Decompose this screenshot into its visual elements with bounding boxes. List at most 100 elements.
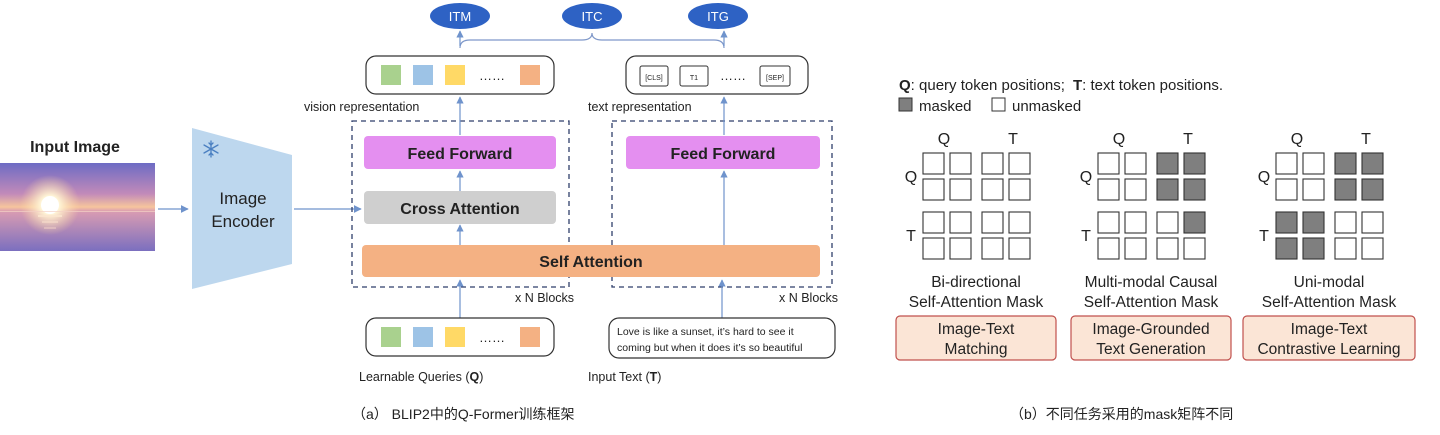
mask-title-line2: Self-Attention Mask bbox=[1262, 294, 1397, 311]
vision-feed-forward bbox=[364, 136, 556, 169]
objective-itm bbox=[430, 3, 490, 29]
mask-row-label-q: Q bbox=[905, 169, 917, 186]
task-label-line1: Image-Text bbox=[938, 321, 1015, 338]
learnable-queries-label: Learnable Queries (Q) bbox=[359, 370, 483, 384]
mask-cell-unmasked bbox=[922, 211, 945, 234]
legend-masked-swatch bbox=[898, 97, 913, 112]
objective-itg-label: ITG bbox=[707, 9, 729, 24]
text-token: [CLS] bbox=[645, 75, 663, 82]
mask-col-label-t: T bbox=[1183, 131, 1193, 148]
mask-cell-unmasked bbox=[1156, 211, 1179, 234]
objective-itc-label: ITC bbox=[582, 9, 603, 24]
mask-cell-unmasked bbox=[1334, 237, 1357, 260]
mask-cell-unmasked bbox=[1275, 178, 1298, 201]
input-image bbox=[0, 163, 155, 251]
query-ellipsis: …… bbox=[479, 330, 505, 345]
mask-cell-unmasked bbox=[1275, 152, 1298, 175]
mask-cell-unmasked bbox=[1008, 178, 1031, 201]
mask-cell-unmasked bbox=[1302, 178, 1325, 201]
cross-attention-label: Cross Attention bbox=[400, 201, 519, 218]
mask-cell-unmasked bbox=[1302, 152, 1325, 175]
objective-itg bbox=[688, 3, 748, 29]
mask-cell-unmasked bbox=[1097, 211, 1120, 234]
mask-cell-unmasked bbox=[981, 178, 1004, 201]
mask-cell-masked bbox=[1156, 152, 1179, 175]
mask-cell-masked bbox=[1334, 178, 1357, 201]
text-token: [SEP] bbox=[766, 75, 784, 82]
text-token-box bbox=[679, 65, 709, 87]
input-text-label: Input Text (T) bbox=[588, 370, 661, 384]
text-ellipsis: …… bbox=[720, 68, 746, 83]
vision-token bbox=[445, 65, 465, 85]
mask-col-label-q: Q bbox=[938, 131, 950, 148]
vision-token bbox=[381, 65, 401, 85]
self-attention bbox=[362, 245, 820, 277]
caption-b: （b）不同任务采用的mask矩阵不同 bbox=[1010, 406, 1233, 422]
mask-cell-unmasked bbox=[1097, 152, 1120, 175]
mask-cell-masked bbox=[1361, 178, 1384, 201]
mask-row-label-q: Q bbox=[1080, 169, 1092, 186]
mask-cell-unmasked bbox=[1008, 152, 1031, 175]
text-token-box bbox=[639, 65, 669, 87]
text-token-box bbox=[759, 65, 791, 87]
mask-cell-unmasked bbox=[1124, 152, 1147, 175]
legend-unmasked-swatch bbox=[991, 97, 1006, 112]
objective-brace bbox=[459, 32, 725, 49]
vision-blocks-label: x N Blocks bbox=[515, 291, 574, 305]
mask-cell-unmasked bbox=[1124, 178, 1147, 201]
text-representation-label: text representation bbox=[588, 100, 692, 114]
mask-cell-masked bbox=[1183, 178, 1206, 201]
task-box bbox=[1242, 315, 1416, 361]
mask-col-label-q: Q bbox=[1291, 131, 1303, 148]
mask-title-line1: Bi-directional bbox=[931, 274, 1021, 291]
mask-cell-unmasked bbox=[1183, 237, 1206, 260]
mask-col-label-t: T bbox=[1008, 131, 1018, 148]
mask-col-label-q: Q bbox=[1113, 131, 1125, 148]
vision-ellipsis: …… bbox=[479, 68, 505, 83]
mask-cell-unmasked bbox=[949, 152, 972, 175]
task-label-line2: Text Generation bbox=[1096, 341, 1205, 358]
task-box bbox=[895, 315, 1057, 361]
mask-cell-unmasked bbox=[922, 237, 945, 260]
mask-cell-unmasked bbox=[981, 237, 1004, 260]
mask-cell-masked bbox=[1361, 152, 1384, 175]
task-box bbox=[1070, 315, 1232, 361]
mask-row-label-t: T bbox=[1081, 228, 1091, 245]
mask-cell-unmasked bbox=[1008, 237, 1031, 260]
mask-row-label-q: Q bbox=[1258, 169, 1270, 186]
encoder-label-line2: Encoder bbox=[211, 212, 275, 231]
cross-attention bbox=[364, 191, 556, 224]
query-token bbox=[445, 327, 465, 347]
legend-unmasked-label: unmasked bbox=[1012, 98, 1081, 115]
text-token: T1 bbox=[690, 75, 698, 82]
text-blocks-label: x N Blocks bbox=[779, 291, 838, 305]
mask-cell-unmasked bbox=[949, 211, 972, 234]
mask-cell-unmasked bbox=[1124, 211, 1147, 234]
mask-cell-unmasked bbox=[949, 178, 972, 201]
mask-cell-unmasked bbox=[922, 178, 945, 201]
mask-cell-unmasked bbox=[981, 211, 1004, 234]
task-label-line1: Image-Grounded bbox=[1092, 321, 1209, 338]
mask-cell-masked bbox=[1156, 178, 1179, 201]
mask-title-line2: Self-Attention Mask bbox=[909, 294, 1044, 311]
image-encoder bbox=[192, 128, 292, 289]
mask-row-label-t: T bbox=[1259, 228, 1269, 245]
mask-cell-masked bbox=[1183, 211, 1206, 234]
task-label-line1: Image-Text bbox=[1291, 321, 1368, 338]
mask-cell-unmasked bbox=[949, 237, 972, 260]
encoder-label-line1: Image bbox=[219, 189, 266, 208]
vision-representation-label: vision representation bbox=[304, 100, 419, 114]
mask-cell-unmasked bbox=[1361, 211, 1384, 234]
input-image-title: Input Image bbox=[30, 139, 120, 156]
mask-cell-unmasked bbox=[1097, 178, 1120, 201]
input-text-line2: coming but when it does it’s so beautifu… bbox=[617, 342, 802, 354]
vision-token bbox=[520, 65, 540, 85]
mask-cell-unmasked bbox=[1156, 237, 1179, 260]
mask-col-label-t: T bbox=[1361, 131, 1371, 148]
mask-cell-unmasked bbox=[1361, 237, 1384, 260]
mask-cell-unmasked bbox=[981, 152, 1004, 175]
text-feed-forward bbox=[626, 136, 820, 169]
input-text-box bbox=[608, 317, 836, 359]
